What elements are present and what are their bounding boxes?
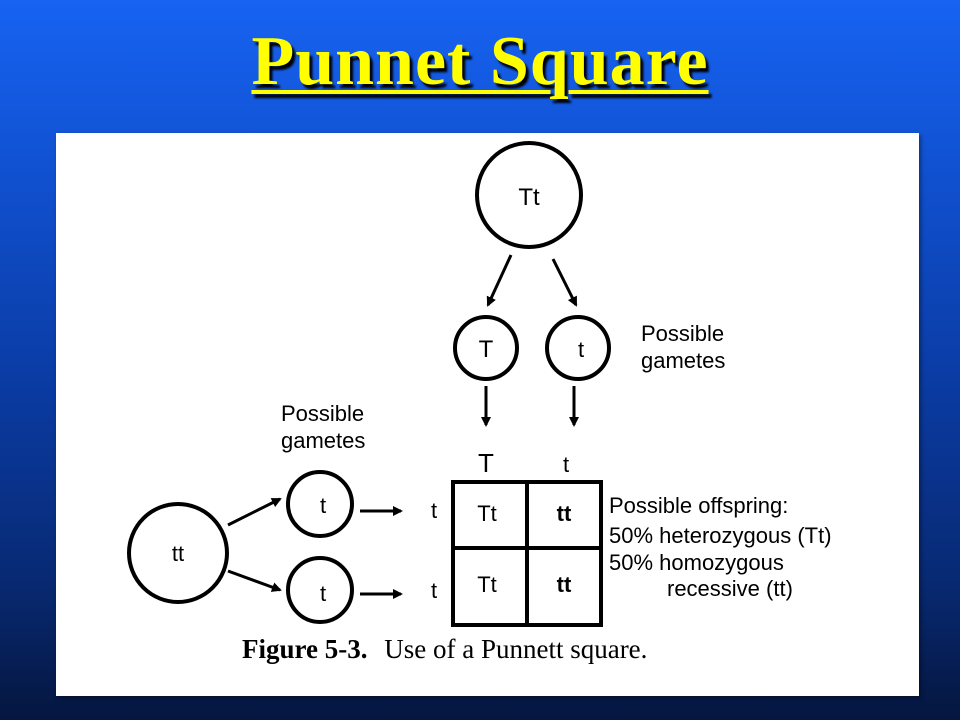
left-gamete-circle-2 <box>286 556 354 624</box>
grid-cell-1-2: tt <box>557 501 572 526</box>
left-gametes-label-line1: Possible <box>281 401 364 426</box>
row-header-1: t <box>431 498 437 523</box>
offspring-line-1: 50% heterozygous (Tt) <box>609 523 832 548</box>
offspring-line-2: 50% homozygous <box>609 550 784 575</box>
top-gamete-2: t <box>578 337 584 362</box>
col-header-1: T <box>478 448 494 478</box>
arrow-left-up <box>227 497 282 527</box>
figure-caption: Figure 5-3. Use of a Punnett square. <box>242 634 647 664</box>
offspring-heading: Possible offspring: <box>609 493 788 518</box>
parent-top-genotype: Tt <box>518 184 540 211</box>
parent-left-circle <box>127 502 229 604</box>
left-gamete-1: t <box>320 493 326 518</box>
left-gametes-label-line2: gametes <box>281 428 365 453</box>
parent-left-genotype: tt <box>172 541 184 566</box>
row-header-2: t <box>431 578 437 603</box>
left-gamete-circle-1 <box>286 470 354 538</box>
grid-cell-2-2: tt <box>557 572 572 597</box>
col-header-2: t <box>563 452 569 477</box>
offspring-line-3: recessive (tt) <box>667 576 793 601</box>
top-gametes-label-line1: Possible <box>641 321 724 346</box>
parent-top-circle <box>475 141 583 249</box>
figure-caption-text: Use of a Punnett square. <box>384 634 647 664</box>
top-gamete-circle-2 <box>545 315 611 381</box>
top-gamete-circle-1 <box>453 315 519 381</box>
left-gamete-2: t <box>320 581 326 606</box>
grid-cell-2-1: Tt <box>477 572 497 597</box>
grid-cell-1-1: Tt <box>477 501 497 526</box>
figure-panel: Tt T t Possible gametes T t Possible gam… <box>56 133 919 696</box>
slide-title: Punnet Square <box>251 23 709 100</box>
top-gamete-1: T <box>479 336 494 363</box>
top-gametes-label-line2: gametes <box>641 348 725 373</box>
arrow-top-right <box>551 258 578 307</box>
figure-caption-label: Figure 5-3. <box>242 634 367 664</box>
punnett-diagram: Tt T t Possible gametes T t Possible gam… <box>127 141 832 664</box>
arrow-top-left <box>486 254 513 307</box>
arrow-left-down <box>227 569 282 592</box>
